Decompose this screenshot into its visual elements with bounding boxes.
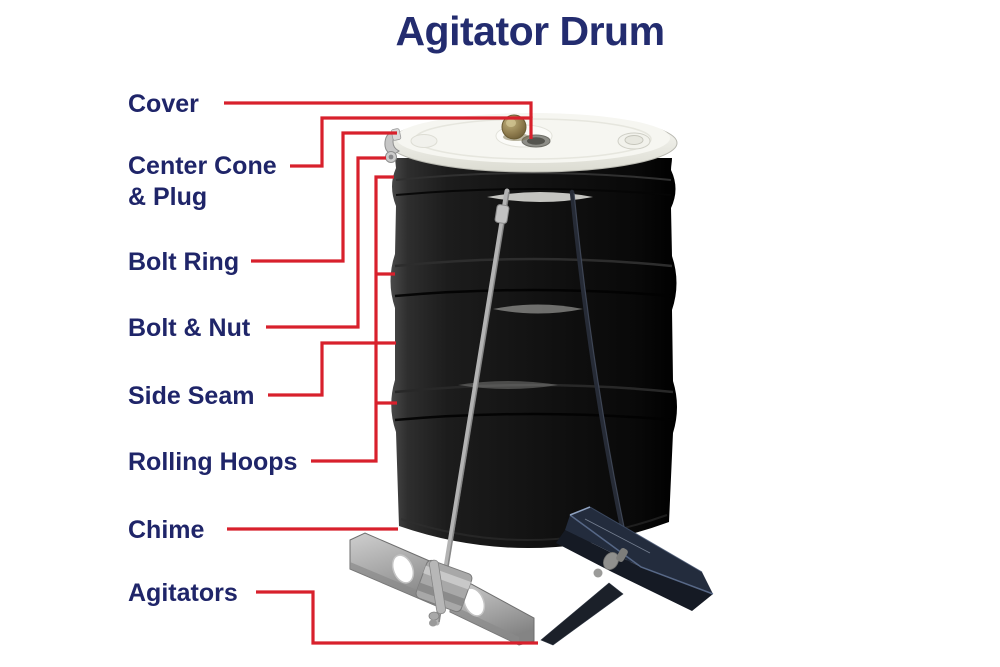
bolt-nut-leader [266, 156, 386, 329]
agitators-leader [256, 590, 538, 645]
center-cone-plug-icon [495, 114, 553, 148]
cover-leader [224, 101, 533, 118]
diagram-title: Agitator Drum [395, 8, 665, 54]
part-label-chime: Chime [128, 516, 205, 544]
part-label-agitators: Agitators [128, 579, 238, 607]
agitator-blade-front [349, 532, 535, 646]
part-label-bolt-nut: Bolt & Nut [128, 314, 251, 342]
bolt-ring-leader [251, 131, 397, 263]
agitator-blade-rear [540, 506, 714, 646]
body-glints [458, 192, 593, 389]
rolling-hoop-ridges [394, 172, 674, 422]
part-label-cover: Cover [128, 90, 199, 118]
left-bung-emboss [410, 134, 438, 148]
drum-illustration [349, 113, 714, 646]
part-label-center-cone-plug: Center Cone & Plug [128, 152, 277, 211]
part-label-side-seam: Side Seam [128, 382, 255, 410]
center-cone-plug-leader [290, 116, 533, 168]
leader-lines [224, 101, 538, 645]
bolt-ring-lever [384, 128, 402, 163]
bung-cap-icon [617, 132, 651, 150]
rolling-hoops-leader [311, 175, 394, 463]
agitator-rod-front [434, 188, 510, 626]
side-seam-leader [268, 341, 396, 397]
chime-rim [400, 514, 668, 542]
part-label-rolling-hoops: Rolling Hoops [128, 448, 298, 476]
part-label-bolt-ring: Bolt Ring [128, 248, 240, 276]
drum-cover [388, 113, 678, 173]
drum-body [390, 158, 677, 549]
agitator-rod-rear [569, 189, 632, 563]
